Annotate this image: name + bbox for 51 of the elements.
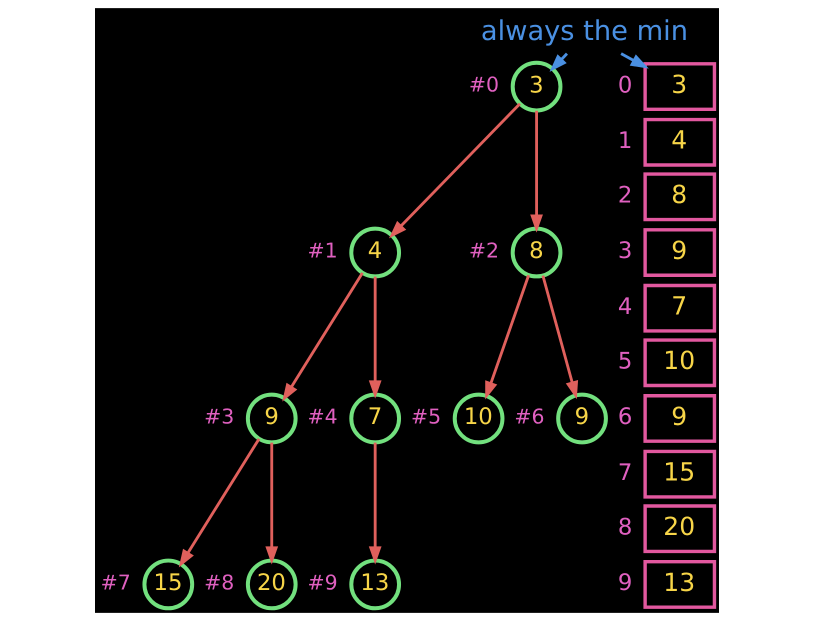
node-label: #8 bbox=[204, 570, 234, 594]
arrow bbox=[542, 275, 578, 400]
node-box: 13 bbox=[643, 560, 716, 609]
node-label: #7 bbox=[100, 570, 131, 594]
node-box: 7 bbox=[643, 284, 716, 333]
node-label: 9 bbox=[618, 570, 632, 596]
node-circle: 9 bbox=[246, 392, 298, 444]
node-box: 10 bbox=[643, 338, 716, 388]
arrow bbox=[368, 442, 382, 565]
node-circle: 7 bbox=[349, 392, 402, 444]
node-label: 6 bbox=[618, 404, 632, 430]
node-label: 4 bbox=[618, 294, 632, 320]
node-text: always the min bbox=[480, 16, 688, 48]
node-box: 20 bbox=[643, 504, 716, 554]
node-label: 0 bbox=[618, 72, 632, 98]
node-box: 9 bbox=[643, 228, 716, 277]
node-label: #5 bbox=[410, 404, 442, 428]
node-label: #2 bbox=[468, 238, 500, 263]
node-label: #4 bbox=[308, 404, 338, 428]
arrow bbox=[265, 442, 278, 565]
node-circle: 20 bbox=[246, 558, 298, 610]
node-circle: 8 bbox=[510, 226, 562, 278]
node-circle: 9 bbox=[556, 392, 608, 444]
arrow bbox=[282, 272, 364, 402]
arrow bbox=[620, 52, 649, 69]
node-circle: 10 bbox=[452, 392, 504, 444]
node-label: 2 bbox=[618, 182, 632, 209]
node-label: 8 bbox=[618, 514, 632, 540]
node-label: #1 bbox=[308, 238, 338, 263]
node-label: 3 bbox=[618, 238, 632, 264]
node-label: 1 bbox=[618, 128, 632, 154]
node-box: 4 bbox=[643, 118, 716, 167]
node-label: #9 bbox=[308, 570, 338, 594]
node-box: 8 bbox=[643, 172, 716, 222]
node-circle: 4 bbox=[349, 226, 402, 278]
node-box: 9 bbox=[643, 394, 716, 443]
node-label: #6 bbox=[514, 404, 545, 428]
node-label: 7 bbox=[618, 460, 632, 486]
node-box: 3 bbox=[643, 62, 716, 112]
node-circle: 3 bbox=[510, 60, 562, 112]
node-label: #0 bbox=[468, 72, 500, 97]
node-label: 5 bbox=[618, 348, 632, 374]
node-circle: 15 bbox=[142, 558, 194, 610]
arrow bbox=[485, 274, 530, 400]
arrow bbox=[530, 110, 543, 233]
arrow bbox=[388, 102, 521, 238]
arrow bbox=[178, 438, 260, 568]
node-circle: 13 bbox=[349, 558, 402, 610]
node-label: #3 bbox=[204, 404, 234, 428]
arrow bbox=[368, 276, 382, 399]
node-box: 15 bbox=[643, 450, 716, 499]
